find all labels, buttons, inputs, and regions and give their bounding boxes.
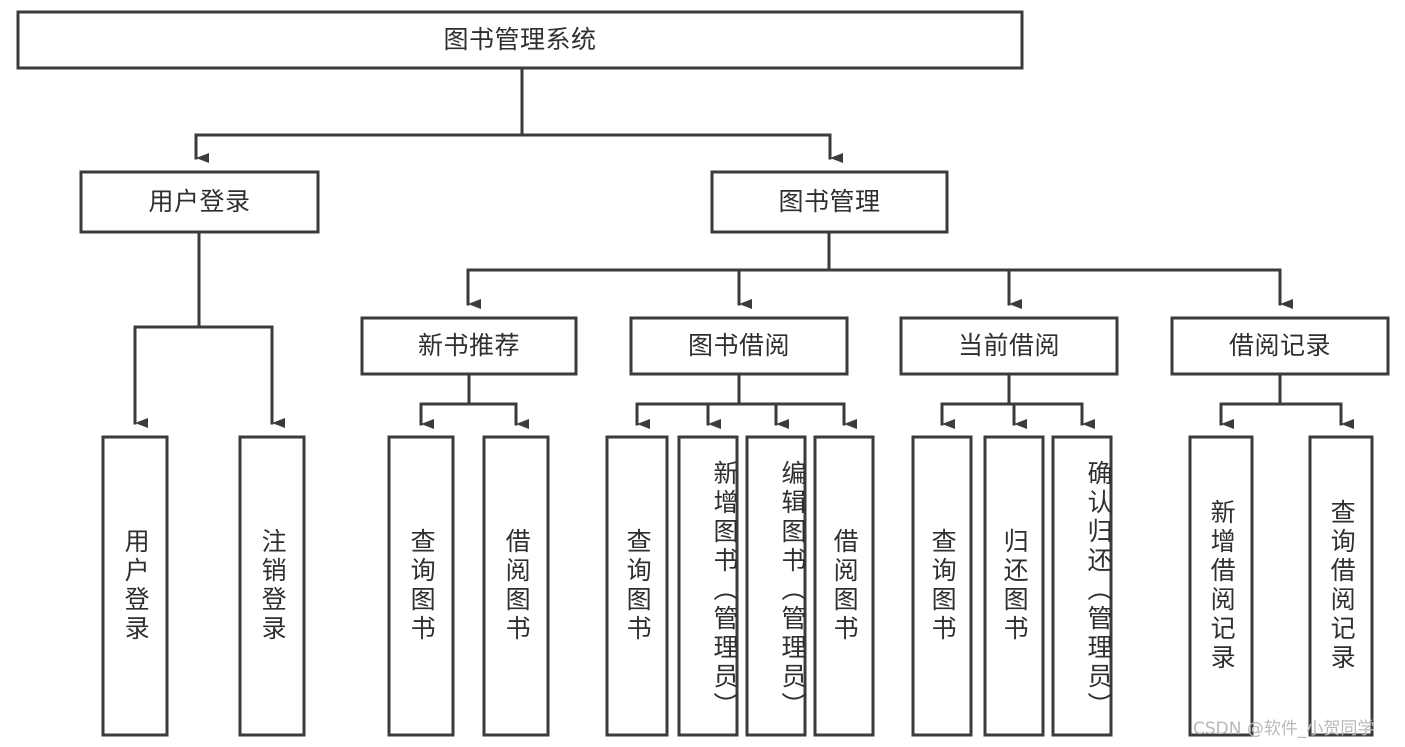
node-box-leaf-borrow-book-1[interactable] <box>482 435 550 737</box>
node-box-leaf-add-record[interactable] <box>1188 435 1254 737</box>
node-box-borrow-records[interactable] <box>1170 316 1390 376</box>
node-box-leaf-logout[interactable] <box>238 435 306 737</box>
node-box-leaf-return-book[interactable] <box>983 435 1045 737</box>
node-box-leaf-confirm-return[interactable] <box>1051 435 1113 737</box>
node-box-leaf-query-book-1[interactable] <box>387 435 455 737</box>
node-box-leaf-edit-book[interactable] <box>745 435 807 737</box>
node-box-leaf-query-record[interactable] <box>1308 435 1374 737</box>
node-box-leaf-user-login[interactable] <box>101 435 169 737</box>
node-box-leaf-borrow-book-2[interactable] <box>813 435 875 737</box>
node-box-leaf-query-book-3[interactable] <box>911 435 973 737</box>
node-box-current-borrow[interactable] <box>899 316 1119 376</box>
node-box-new-book-recommend[interactable] <box>360 316 578 376</box>
node-box-leaf-query-book-2[interactable] <box>605 435 669 737</box>
node-box-book-management[interactable] <box>710 170 949 234</box>
node-box-user-login[interactable] <box>79 170 320 234</box>
node-box-root[interactable] <box>16 10 1024 70</box>
node-box-leaf-add-book[interactable] <box>677 435 739 737</box>
node-box-book-borrow[interactable] <box>629 316 849 376</box>
